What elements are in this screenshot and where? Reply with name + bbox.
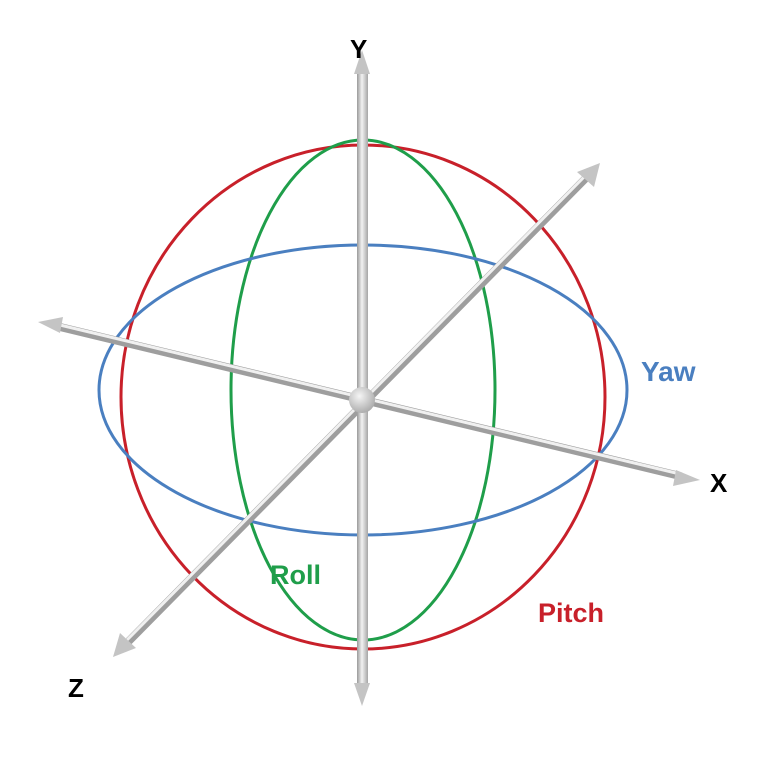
x-arrowhead: [673, 470, 700, 486]
yaw-label: Yaw: [641, 356, 696, 387]
z-axis-label: Z: [68, 673, 84, 703]
y-axis-label: Y: [350, 34, 368, 64]
y-neg-arrowhead: [354, 683, 370, 706]
z-arrowhead: [113, 633, 136, 657]
x-axis-label: X: [710, 468, 728, 498]
x-neg-arrowhead: [38, 317, 63, 333]
origin-sphere: [349, 387, 375, 413]
z-neg-arrowhead: [577, 163, 600, 187]
y-axis-rod: [354, 50, 370, 706]
roll-label: Roll: [270, 560, 321, 590]
y-arrowhead: [354, 50, 370, 74]
pitch-label: Pitch: [538, 598, 605, 628]
